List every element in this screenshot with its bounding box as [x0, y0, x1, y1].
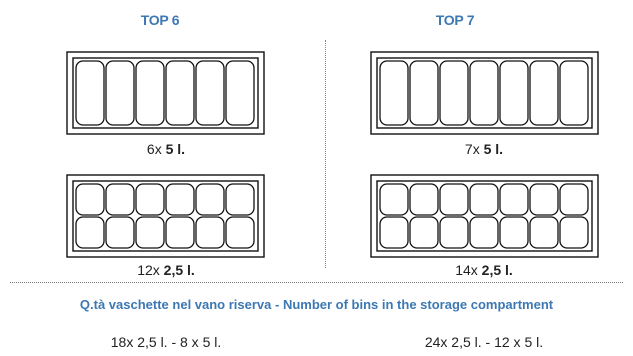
top7-tray-small-bins	[370, 174, 599, 258]
tray-7-large-diagram	[370, 51, 599, 135]
top6-tray-large-bins	[66, 51, 265, 135]
top6-small-caption: 12x 2,5 l.	[46, 262, 286, 278]
section-divider	[10, 282, 623, 283]
top6-small-size: 2,5 l.	[163, 262, 195, 278]
top7-large-count: 7x	[464, 141, 480, 157]
top7-tray-large-bins	[370, 51, 599, 135]
top7-storage-count: 24x 2,5 l. - 12 x 5 l.	[424, 334, 544, 350]
top6-storage-count: 18x 2,5 l. - 8 x 5 l.	[110, 334, 222, 350]
top6-large-count: 6x	[146, 141, 162, 157]
top7-large-caption: 7x 5 l.	[364, 141, 604, 157]
top7-small-size: 2,5 l.	[481, 262, 513, 278]
top7-small-count: 14x	[455, 262, 478, 278]
tray-14-small-diagram	[370, 174, 599, 258]
top7-title: TOP 7	[435, 12, 475, 28]
top6-title: TOP 6	[140, 12, 180, 28]
column-divider	[325, 40, 326, 268]
top6-small-count: 12x	[137, 262, 160, 278]
top6-tray-small-bins	[66, 174, 265, 258]
tray-6-large-diagram	[66, 51, 265, 135]
top6-large-size: 5 l.	[165, 141, 186, 157]
storage-title: Q.tà vaschette nel vano riserva - Number…	[79, 297, 554, 312]
top7-small-caption: 14x 2,5 l.	[364, 262, 604, 278]
tray-12-small-diagram	[66, 174, 265, 258]
top6-large-caption: 6x 5 l.	[46, 141, 286, 157]
top7-large-size: 5 l.	[483, 141, 504, 157]
